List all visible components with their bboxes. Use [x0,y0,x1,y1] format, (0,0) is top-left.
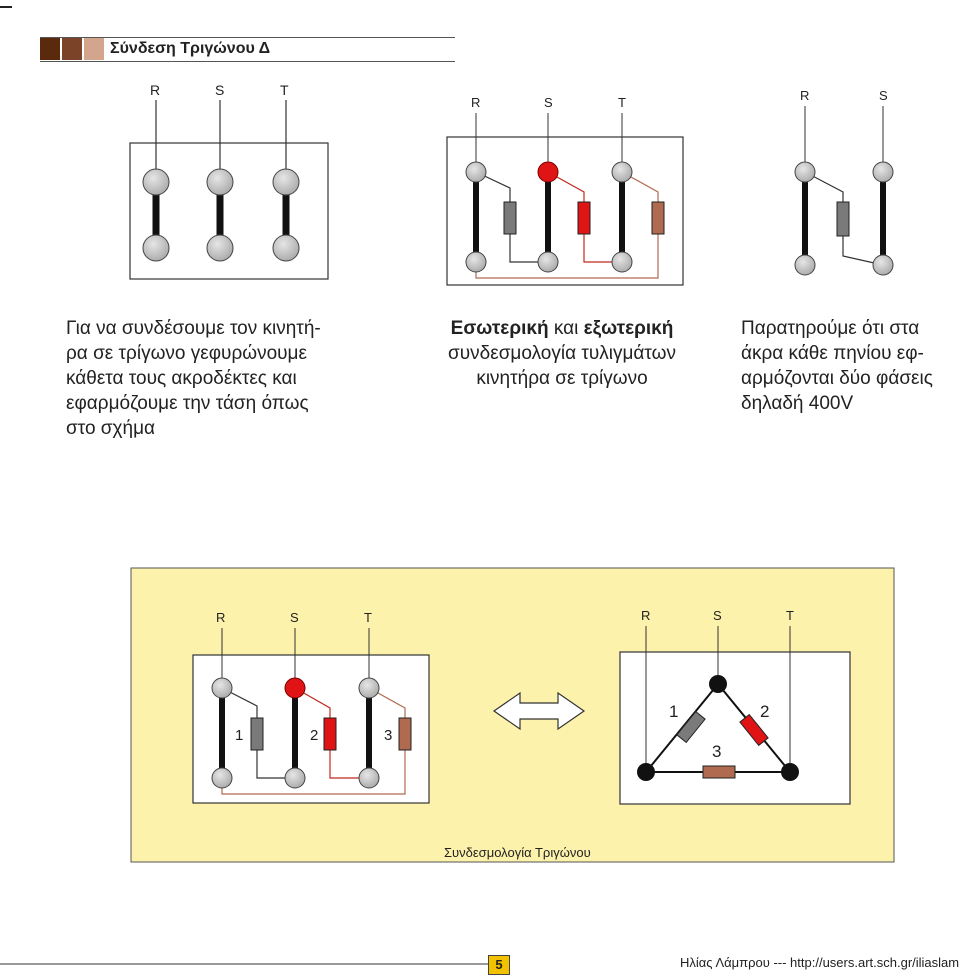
bottom-panel [130,567,895,863]
fig2-label-r: R [471,95,481,110]
text-line: Για να συνδέσουμε τον κινητή- [66,318,321,339]
fig1-terminal-box [129,100,329,280]
winding-1 [503,201,517,235]
triangle-number-3: 3 [712,742,722,761]
text-line: εφαρμόζουμε την τάση όπως [66,393,309,414]
winding-3 [651,201,665,235]
fig1-label-s: S [215,82,225,98]
panel-left-label-s: S [290,610,299,625]
fig1-terminal [206,234,234,262]
fig1-terminal [272,168,300,196]
fig1-terminal [272,234,300,262]
text-line: δηλαδή 400V [741,393,854,414]
fig3-single-winding [794,106,894,276]
title-rule-bottom [40,61,455,62]
text-block-1: Για να συνδέσουμε τον κινητή- ρα σε τρίγ… [66,316,396,441]
winding-number-3: 3 [384,727,393,744]
fig1-label-r: R [150,82,161,98]
text-line: ρα σε τρίγωνο γεφυρώνουμε [66,343,307,364]
corner-mark [0,6,12,8]
equivalence-arrow [492,691,586,731]
fig1-terminal [206,168,234,196]
footer-author: Ηλίας Λάμπρου --- http://users.art.sch.g… [680,955,960,970]
text-bold-external: εξωτερική [583,318,674,339]
header-swatch-1 [40,38,60,60]
title-rule-top [40,37,455,38]
text-line: Παρατηρούμε ότι στα [741,318,920,339]
panel-left-label-t: T [364,610,372,625]
fig3-label-r: R [800,88,810,103]
winding-2 [577,201,591,235]
page-number: 5 [488,955,510,975]
header-swatch-3 [84,38,104,60]
fig2-label-t: T [618,95,626,110]
panel-right-label-r: R [641,608,651,623]
panel-left-label-r: R [216,610,226,625]
text-and: και [548,318,584,339]
page-title: Σύνδεση Τριγώνου Δ [110,40,271,57]
fig3-label-s: S [879,88,888,103]
triangle-number-1: 1 [669,702,679,721]
text-line: κινητήρα σε τρίγωνο [476,368,648,389]
panel-right-label-s: S [713,608,722,623]
text-block-3: Παρατηρούμε ότι στα άκρα κάθε πηνίου εφ-… [741,316,960,416]
fig2-wiring [446,113,684,286]
fig1-terminal [142,234,170,262]
header-swatch-2 [62,38,82,60]
panel-caption: Συνδεσμολογία Τριγώνου [444,845,591,860]
triangle-number-2: 2 [760,702,770,721]
fig1-terminal [142,168,170,196]
winding-single [836,201,850,237]
panel-right-label-t: T [786,608,794,623]
text-line: συνδεσμολογία τυλιγμάτων [448,343,676,364]
text-line: κάθετα τους ακροδέκτες και [66,368,297,389]
winding-number-2: 2 [310,727,319,744]
fig1-label-t: T [280,82,289,98]
winding-number-1: 1 [235,727,244,744]
text-block-2: Εσωτερική και εξωτερική συνδεσμολογία τυ… [412,316,712,391]
fig2-label-s: S [544,95,553,110]
text-line: άκρα κάθε πηνίου εφ- [741,343,924,364]
text-line: αρμόζονται δύο φάσεις [741,368,933,389]
text-bold-internal: Εσωτερική [450,318,549,339]
text-line: στο σχήμα [66,418,156,439]
